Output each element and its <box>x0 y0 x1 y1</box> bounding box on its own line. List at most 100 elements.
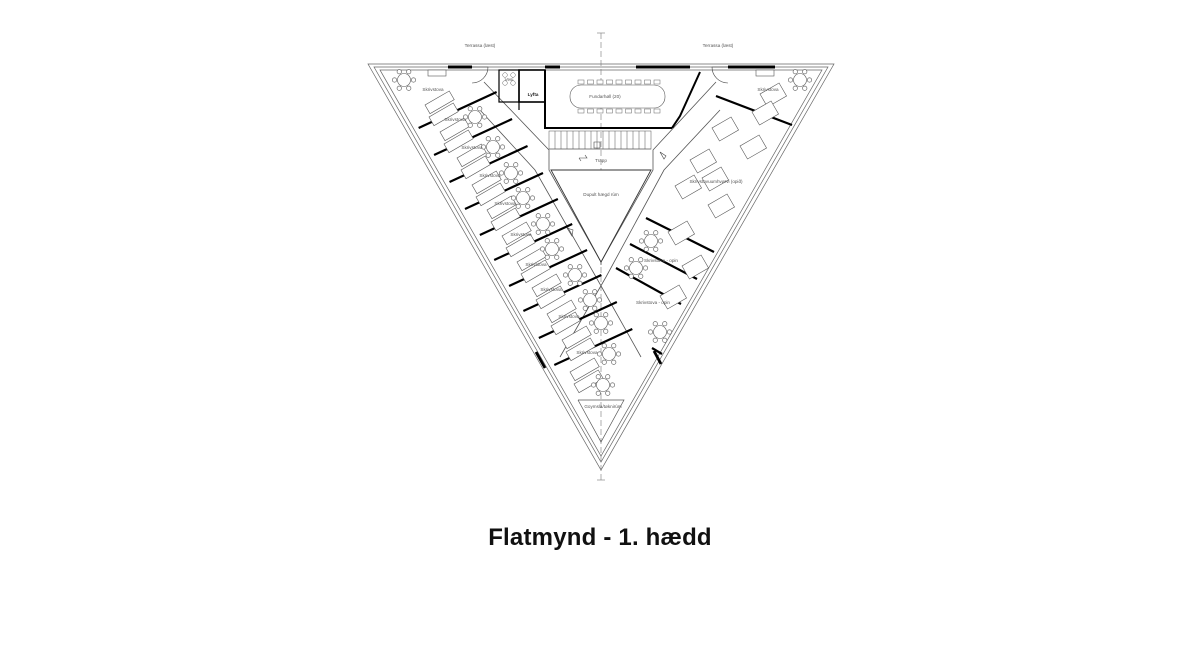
chair <box>510 195 516 201</box>
chair <box>567 264 573 270</box>
open-office-desk <box>739 134 767 160</box>
right-partitions <box>615 94 793 355</box>
office-desk <box>501 221 532 246</box>
chair <box>567 280 573 286</box>
chair <box>544 238 550 244</box>
chair <box>590 382 596 388</box>
chair <box>666 329 672 335</box>
office-desk <box>561 325 592 350</box>
sofa <box>427 69 447 77</box>
chair <box>503 178 509 184</box>
office-desk <box>490 207 521 232</box>
chair <box>638 257 644 263</box>
stairs <box>548 130 652 150</box>
office-desk <box>424 90 455 115</box>
office-desk <box>475 182 506 207</box>
chair <box>792 85 798 91</box>
chair <box>525 203 531 209</box>
round-table <box>536 217 550 231</box>
chair <box>485 136 491 142</box>
chair <box>662 337 668 343</box>
chair <box>611 359 617 365</box>
chair <box>652 321 658 327</box>
chair <box>593 328 599 334</box>
chair <box>806 77 812 83</box>
chair <box>596 297 602 303</box>
chair <box>653 79 661 85</box>
chair <box>653 230 659 236</box>
open-office-desk <box>681 254 709 280</box>
chair <box>539 246 545 252</box>
chair <box>634 79 642 85</box>
storage-room <box>577 399 625 443</box>
chair <box>544 254 550 260</box>
chair <box>577 264 583 270</box>
chair <box>615 79 623 85</box>
chair <box>467 122 473 128</box>
chair <box>596 79 604 85</box>
lift-label: Lyfta <box>528 92 539 97</box>
chair <box>615 108 623 114</box>
small-office-label-2: Skrivstova - opin <box>636 300 670 305</box>
office-label: Skrivstova <box>479 173 501 178</box>
chair <box>587 108 594 114</box>
open-office-desk <box>674 174 702 200</box>
small-office-label-1: Skrivstova - opin <box>644 258 678 263</box>
round-table <box>545 242 559 256</box>
chair <box>605 374 611 380</box>
chair <box>606 79 613 85</box>
round-table <box>504 166 518 180</box>
chair <box>499 144 505 150</box>
office-desk <box>460 155 491 180</box>
open-office-desk <box>711 116 739 142</box>
chair <box>609 382 615 388</box>
chair <box>628 273 634 279</box>
meeting-room-label: Fundarhøll (20) <box>589 94 621 99</box>
chair <box>644 108 651 114</box>
round-table <box>583 293 597 307</box>
chair <box>529 195 535 201</box>
chair <box>581 272 587 278</box>
chair <box>647 329 653 335</box>
chair <box>802 69 808 75</box>
chair <box>582 289 588 295</box>
chair <box>498 170 504 176</box>
chair <box>601 359 607 365</box>
open-office-desk <box>759 82 787 108</box>
round-table <box>594 316 608 330</box>
office-desk <box>565 337 596 362</box>
office-desk <box>505 233 536 258</box>
office-desk <box>439 117 470 142</box>
chair <box>652 337 658 343</box>
chair <box>391 77 397 83</box>
chair <box>396 69 402 75</box>
office-desk <box>471 170 502 195</box>
plan-caption: Flatmynd - 1. hædd <box>488 524 712 551</box>
chair <box>517 170 523 176</box>
meeting-chairs <box>577 79 661 114</box>
meeting-table <box>569 84 666 109</box>
void-area <box>550 169 652 263</box>
chair <box>596 351 602 357</box>
chair <box>642 265 648 271</box>
office-desk <box>443 129 474 154</box>
chair <box>653 246 659 252</box>
chair <box>535 229 541 235</box>
office-desk <box>516 247 547 272</box>
chair <box>503 162 509 168</box>
chair <box>611 343 617 349</box>
chair <box>601 343 607 349</box>
fixture-symbols <box>566 141 667 237</box>
chair <box>554 254 560 260</box>
right-desks <box>659 82 787 310</box>
chair <box>525 187 531 193</box>
open-office-desk <box>701 166 729 192</box>
left-desks <box>424 90 604 394</box>
office-label: Skrivstova <box>461 145 483 150</box>
chair <box>549 221 555 227</box>
chair <box>535 213 541 219</box>
chair <box>582 305 588 311</box>
open-office-desk <box>659 284 687 310</box>
chair <box>485 152 491 158</box>
chair <box>792 69 798 75</box>
